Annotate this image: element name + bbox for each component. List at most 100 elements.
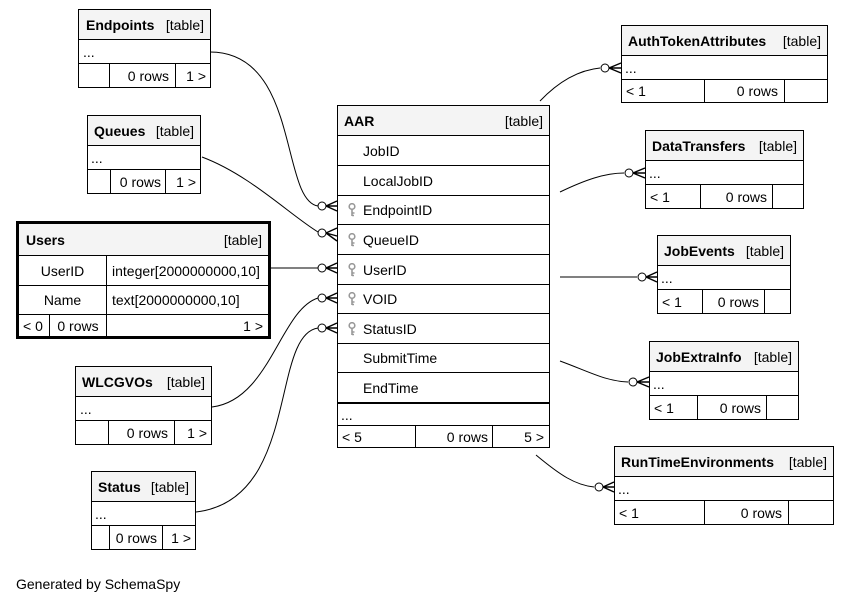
parent-count[interactable]: < 5 [342,428,362,445]
column-row-endtime[interactable]: EndTime [338,372,549,402]
key-icon [348,321,356,335]
table-datatransfers[interactable]: DataTransfers [table] ... < 1 0 rows [645,130,804,209]
column-row-userid[interactable]: UserID integer[2000000000,10] [19,255,268,285]
table-header: Status [table] [92,472,195,501]
parent-count[interactable]: < 1 [662,293,682,310]
column-row-jobid[interactable]: JobID [338,135,549,165]
column-name: UserID [40,262,85,279]
table-name: Status [98,478,141,495]
column-row-submittime[interactable]: SubmitTime [338,343,549,372]
parent-count[interactable]: < 1 [619,504,639,521]
table-name: JobEvents [664,242,735,259]
table-wlcgvos[interactable]: WLCGVOs [table] ... 0 rows 1 > [75,366,212,445]
edge-end-circle [317,228,327,238]
edge-wlcgvos-aar [211,297,319,408]
table-header: Users [table] [19,224,268,255]
edge-aar-runtimeenv [535,454,595,488]
table-status[interactable]: Status [table] ... 0 rows 1 > [91,471,196,550]
crow-foot [325,262,338,274]
column-row-void[interactable]: VOID [338,284,549,313]
row-count: 0 rows [717,293,759,310]
child-count[interactable]: 1 > [187,424,207,441]
column-row-localjobid[interactable]: LocalJobID [338,165,549,195]
key-icon [348,262,356,276]
table-name: RunTimeEnvironments [621,453,774,470]
column-name: JobID [363,142,400,159]
table-queues[interactable]: Queues [table] ... 0 rows 1 > [87,115,201,194]
table-jobevents[interactable]: JobEvents [table] ... < 1 0 rows [657,235,791,314]
column-type: integer[2000000000,10] [112,262,260,279]
ellipsis-row: ... [646,160,803,184]
row-count: 0 rows [126,424,168,441]
footer-row: < 1 0 rows [650,395,798,419]
ellipsis-text: ... [95,505,107,522]
table-name: Queues [94,122,146,139]
child-count[interactable]: 1 > [186,67,206,84]
child-count[interactable]: 5 > [524,428,544,445]
ellipsis-row: ... [338,402,549,425]
column-name: SubmitTime [363,350,438,366]
footer-row: 0 rows 1 > [92,525,195,549]
row-count: 0 rows [736,83,778,99]
child-count[interactable]: 1 > [243,317,263,334]
footer-row: 0 rows 1 > [79,63,210,87]
column-row-queueid[interactable]: QueueID [338,224,549,254]
table-users[interactable]: Users [table] UserID integer[2000000000,… [16,221,271,339]
row-count: 0 rows [119,173,161,190]
row-count: 0 rows [446,428,488,445]
crow-foot [325,200,338,212]
parent-count[interactable]: < 1 [626,83,646,99]
key-icon [348,203,356,217]
table-jobextrainfo[interactable]: JobExtraInfo [table] ... < 1 0 rows [649,341,799,420]
table-tag: [table] [745,242,784,259]
ellipsis-text: ... [91,149,103,166]
edge-end-circle [624,168,634,178]
ellipsis-text: ... [341,406,353,423]
footer-row: < 1 0 rows [615,500,833,524]
row-count: 0 rows [740,504,782,521]
edge-end-circle [594,482,604,492]
table-tag: [table] [788,453,827,470]
crow-foot [325,227,338,242]
table-tag: [table] [753,348,792,365]
table-aar[interactable]: AAR [table] JobID LocalJobID EndpointID … [337,105,550,448]
edge-end-circle [317,263,327,273]
crow-foot [645,271,658,283]
row-count: 0 rows [725,188,767,205]
row-count: 0 rows [127,67,169,84]
edge-end-circle [600,63,610,73]
parent-count[interactable]: < 1 [654,399,674,416]
column-row-name[interactable]: Name text[2000000000,10] [19,285,268,314]
footer-row: < 0 0 rows 1 > [19,314,268,336]
column-name: VOID [363,291,398,307]
column-row-statusid[interactable]: StatusID [338,313,549,343]
edge-aar-jobextrainfo [559,360,629,383]
table-name: JobExtraInfo [656,348,742,365]
table-tag: [table] [504,112,543,129]
child-count[interactable]: 1 > [171,529,191,546]
ellipsis-text: ... [625,59,637,76]
crow-foot [608,62,622,74]
table-endpoints[interactable]: Endpoints [table] ... 0 rows 1 > [78,9,211,88]
parent-count[interactable]: < 0 [23,317,43,334]
ellipsis-text: ... [649,164,661,181]
ellipsis-text: ... [618,480,630,497]
column-row-endpointid[interactable]: EndpointID [338,195,549,224]
table-authtokenattributes[interactable]: AuthTokenAttributes [table] ... < 1 0 ro… [621,25,828,103]
table-tag: [table] [758,137,797,154]
table-header: JobEvents [table] [658,236,790,265]
child-count[interactable]: 1 > [176,173,196,190]
ellipsis-row: ... [79,39,210,63]
footer-row: < 1 0 rows [646,184,803,208]
table-name: Endpoints [86,16,155,33]
ellipsis-row: ... [88,145,200,169]
edge-status-aar [195,327,319,513]
table-runtimeenvironments[interactable]: RunTimeEnvironments [table] ... < 1 0 ro… [614,446,834,525]
ellipsis-text: ... [661,269,673,286]
parent-count[interactable]: < 1 [650,188,670,205]
ellipsis-row: ... [658,265,790,289]
table-header: Endpoints [table] [79,10,210,39]
ellipsis-row: ... [92,501,195,525]
ellipsis-row: ... [622,55,827,79]
column-row-userid[interactable]: UserID [338,254,549,284]
